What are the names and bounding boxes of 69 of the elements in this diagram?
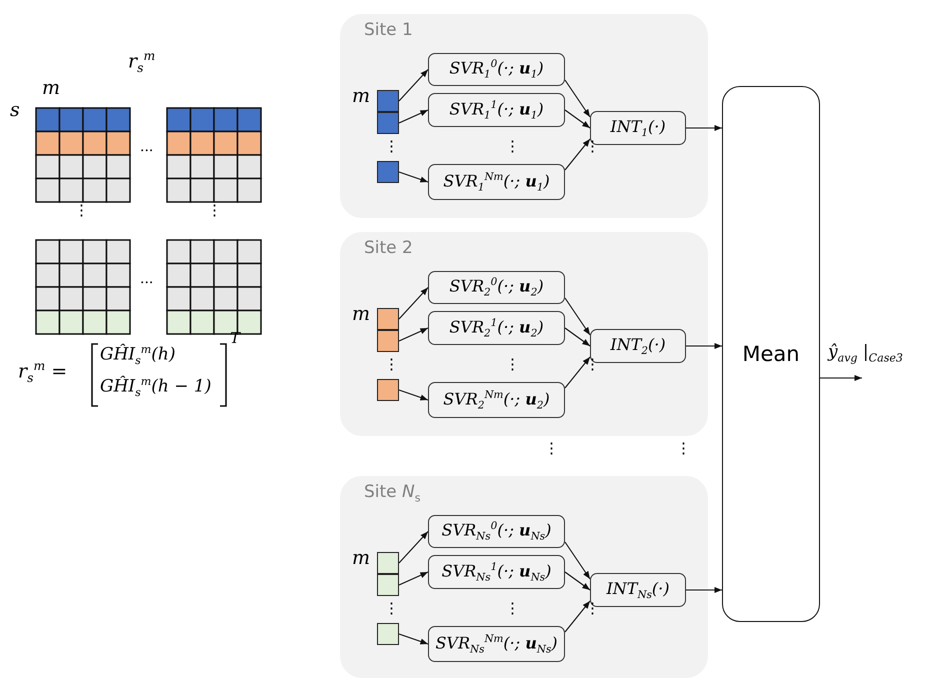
input-cell (377, 552, 399, 574)
input-cell (377, 161, 399, 183)
edge-label: ŷ$_{avg}$ |$_{Case3}$ (828, 342, 903, 364)
ellipsis: ⋮ (384, 600, 399, 616)
ellipsis: ⋮ (676, 440, 691, 456)
ellipsis: ⋮ (505, 600, 520, 616)
ellipsis: ⋮ (544, 440, 559, 456)
arrow (398, 69, 428, 102)
arrow (820, 374, 862, 382)
math-label: m (352, 86, 370, 107)
math-label: m (352, 304, 370, 325)
ellipsis: ... (140, 272, 154, 288)
arrow (398, 328, 428, 342)
ellipsis: ⋮ (207, 202, 222, 218)
math-label: GĤI$_{s}$$^{m}$(h) (100, 344, 176, 368)
arrow (398, 287, 428, 320)
arrow (564, 356, 590, 388)
model-box: SVR$_{1}$$^{1}$(·; u$_{1}$) (428, 93, 565, 127)
site-panel (340, 232, 708, 436)
arrow (564, 600, 590, 632)
arrow (686, 342, 722, 350)
arrow (564, 542, 590, 580)
ellipsis: ⋮ (384, 356, 399, 372)
ellipsis: ⋮ (505, 138, 520, 154)
ellipsis: ⋮ (505, 356, 520, 372)
math-label: GĤI$_{s}$$^{m}$(h − 1) (100, 376, 212, 400)
mean-box: Mean (722, 86, 820, 622)
site-panel (340, 14, 708, 218)
arrow (398, 633, 428, 645)
arrow (686, 124, 722, 132)
input-cell (377, 90, 399, 112)
arrow (564, 572, 590, 590)
arrow (398, 110, 428, 124)
model-box: SVR$_{Ns}$$^{0}$(·; u$_{Ns}$) (428, 515, 565, 548)
input-cell (377, 379, 399, 401)
arrow (398, 531, 428, 564)
math-label: T (230, 330, 240, 346)
math-label: m (352, 548, 370, 569)
arrow (564, 138, 590, 170)
ellipsis: ... (140, 140, 154, 156)
math-label: m (42, 78, 60, 99)
panel-title: Site 1 (364, 20, 413, 40)
model-box: SVR$_{2}$$^{1}$(·; u$_{2}$) (428, 311, 565, 345)
ellipsis: ⋮ (384, 138, 399, 154)
model-box: SVR$_{2}$$^{0}$(·; u$_{2}$) (428, 271, 565, 304)
model-box: SVR$_{Ns}$$^{1}$(·; u$_{Ns}$) (428, 555, 565, 589)
model-box: SVR$_{Ns}$$^{Nm}$(·; u$_{Ns}$) (428, 626, 565, 662)
arrow (564, 110, 590, 128)
math-label: r$_{s}$$^{m}$ = (18, 360, 68, 386)
arrow (398, 389, 428, 401)
model-box: SVR$_{1}$$^{Nm}$(·; u$_{1}$) (428, 164, 565, 200)
arrow (564, 80, 590, 118)
ellipsis: ⋮ (74, 202, 89, 218)
arrow (686, 586, 722, 594)
math-label: s (10, 100, 20, 121)
site-panel (340, 476, 708, 678)
input-cell (377, 574, 399, 596)
arrow (398, 572, 428, 586)
arrow (398, 171, 428, 183)
panel-title: Site N$_{s}$ (364, 482, 421, 504)
input-cell (377, 623, 399, 645)
model-box: SVR$_{2}$$^{Nm}$(·; u$_{2}$) (428, 382, 565, 418)
model-box: SVR$_{1}$$^{0}$(·; u$_{1}$) (428, 53, 565, 86)
input-cell (377, 308, 399, 330)
input-cell (377, 330, 399, 352)
input-cell (377, 112, 399, 134)
arrow (564, 328, 590, 346)
arrow (564, 298, 590, 336)
panel-title: Site 2 (364, 238, 413, 258)
